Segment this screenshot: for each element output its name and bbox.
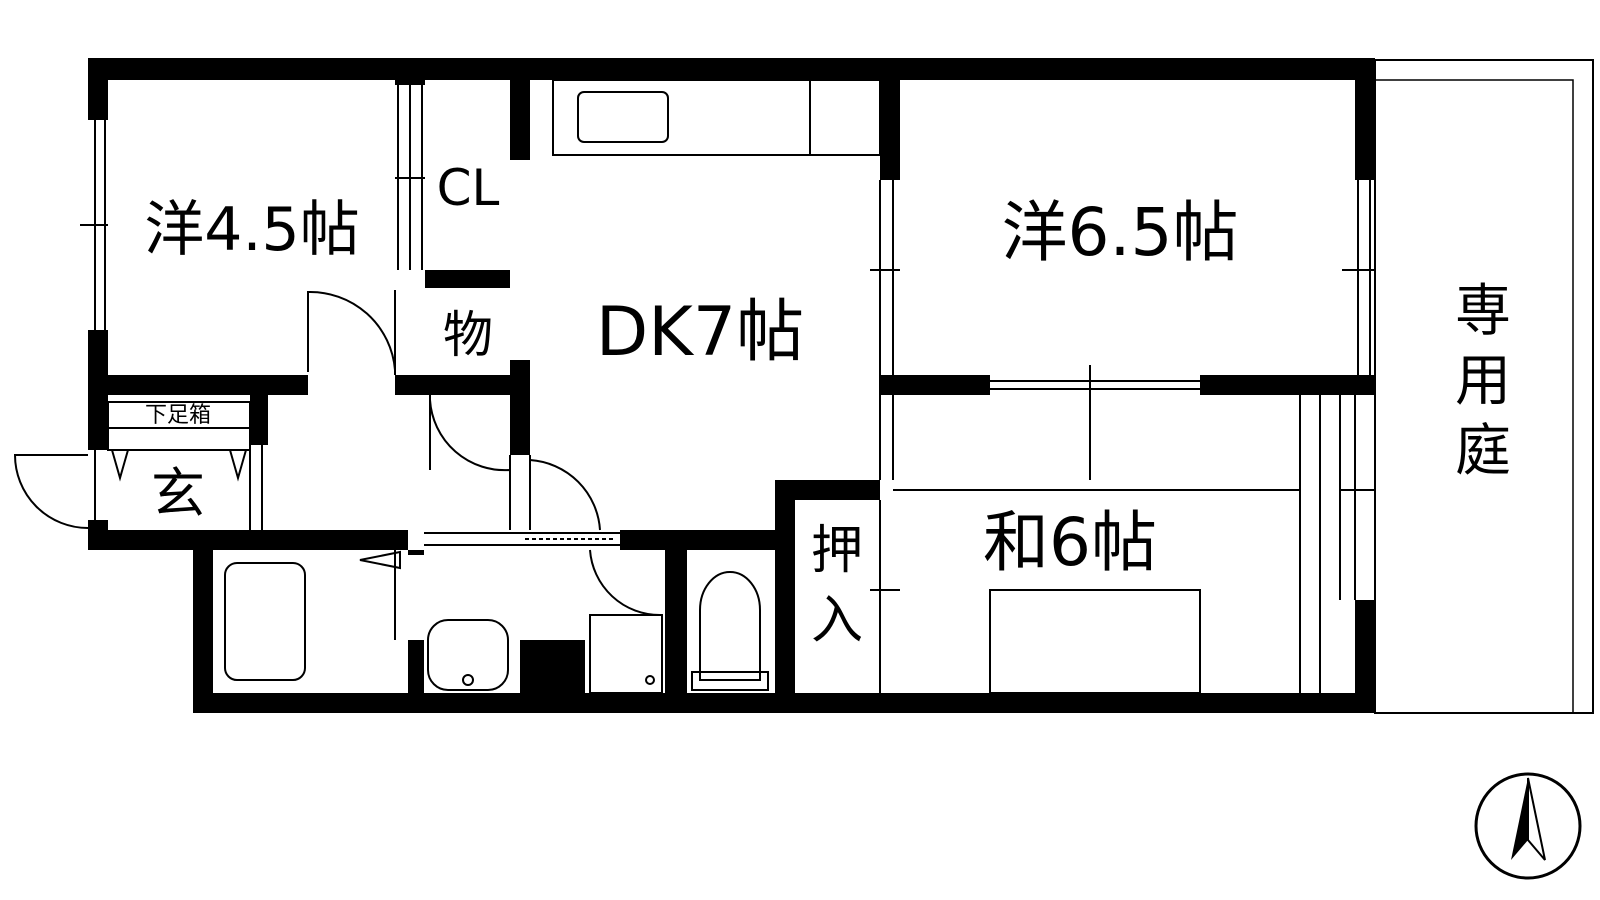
room-dining-kitchen: DK7帖	[596, 293, 804, 372]
room-storage: 物	[443, 306, 493, 364]
room-oshiire-bottom: 入	[811, 591, 863, 651]
room-oshiire-top: 押	[811, 521, 863, 581]
shoe-box-label: 下足箱	[145, 403, 211, 428]
garden-label-1: 専	[1455, 279, 1511, 344]
room-entrance: 玄	[151, 462, 205, 525]
room-western-large: 洋6.5帖	[1002, 194, 1239, 271]
room-labels: 洋4.5帖 CL 物 DK7帖 洋6.5帖 和6帖 押 入 専 用 庭 下足箱 …	[144, 159, 1511, 651]
private-garden	[1374, 59, 1594, 714]
garden-label-3: 庭	[1455, 419, 1511, 484]
room-japanese: 和6帖	[983, 504, 1157, 581]
room-western-small: 洋4.5帖	[144, 195, 359, 265]
walls	[88, 58, 1375, 713]
north-arrow-icon	[1474, 772, 1582, 880]
garden-label-2: 用	[1455, 349, 1511, 414]
thin-lines	[13, 79, 1375, 694]
room-closet: CL	[437, 159, 500, 217]
